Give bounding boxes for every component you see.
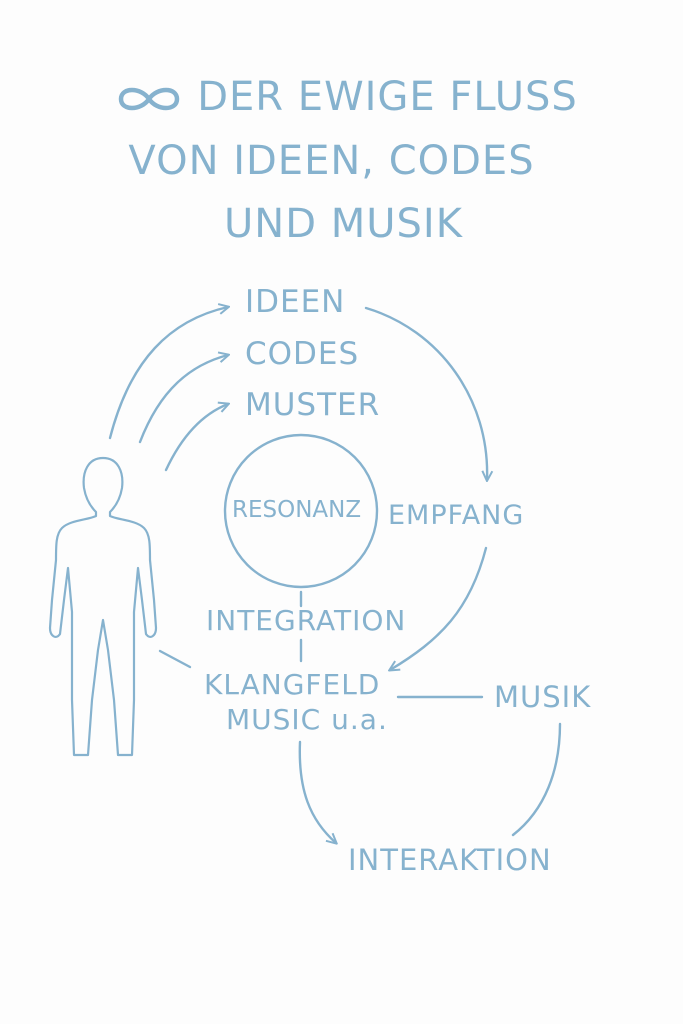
node-codes: CODES bbox=[245, 336, 360, 372]
arrow-ideen-to-empfang bbox=[364, 306, 487, 480]
node-integration: INTEGRATION bbox=[206, 604, 407, 637]
title-line-3: UND MUSIK bbox=[224, 201, 463, 247]
node-empfang: EMPFANG bbox=[388, 500, 525, 531]
arrow-empfang-to-klangfeld bbox=[390, 546, 488, 670]
title-line-1: DER EWIGE FLUSS bbox=[0, 74, 683, 120]
arrow-to-muster bbox=[164, 404, 228, 472]
infinity-icon bbox=[118, 87, 180, 111]
title-text-1: DER EWIGE FLUSS bbox=[197, 74, 578, 120]
connector-musik-interaktion bbox=[511, 722, 562, 837]
node-muster: MUSTER bbox=[245, 387, 381, 423]
arrow-to-codes bbox=[138, 355, 228, 444]
node-resonanz: RESONANZ bbox=[232, 497, 362, 523]
node-interaktion: INTERAKTION bbox=[348, 843, 552, 877]
arrow-klangfeld-to-interaktion bbox=[298, 740, 336, 843]
title-line-2: VON IDEEN, CODES bbox=[128, 138, 535, 184]
node-music-ua: MUSIC u.a. bbox=[226, 703, 388, 736]
human-figure-icon bbox=[48, 456, 158, 757]
arrow-to-ideen bbox=[108, 307, 228, 440]
node-klangfeld: KLANGFELD bbox=[204, 668, 381, 701]
connector-figure-klangfeld bbox=[158, 649, 192, 669]
node-musik: MUSIK bbox=[494, 680, 592, 714]
resonanz-circle bbox=[223, 433, 379, 589]
node-ideen: IDEEN bbox=[245, 284, 346, 320]
